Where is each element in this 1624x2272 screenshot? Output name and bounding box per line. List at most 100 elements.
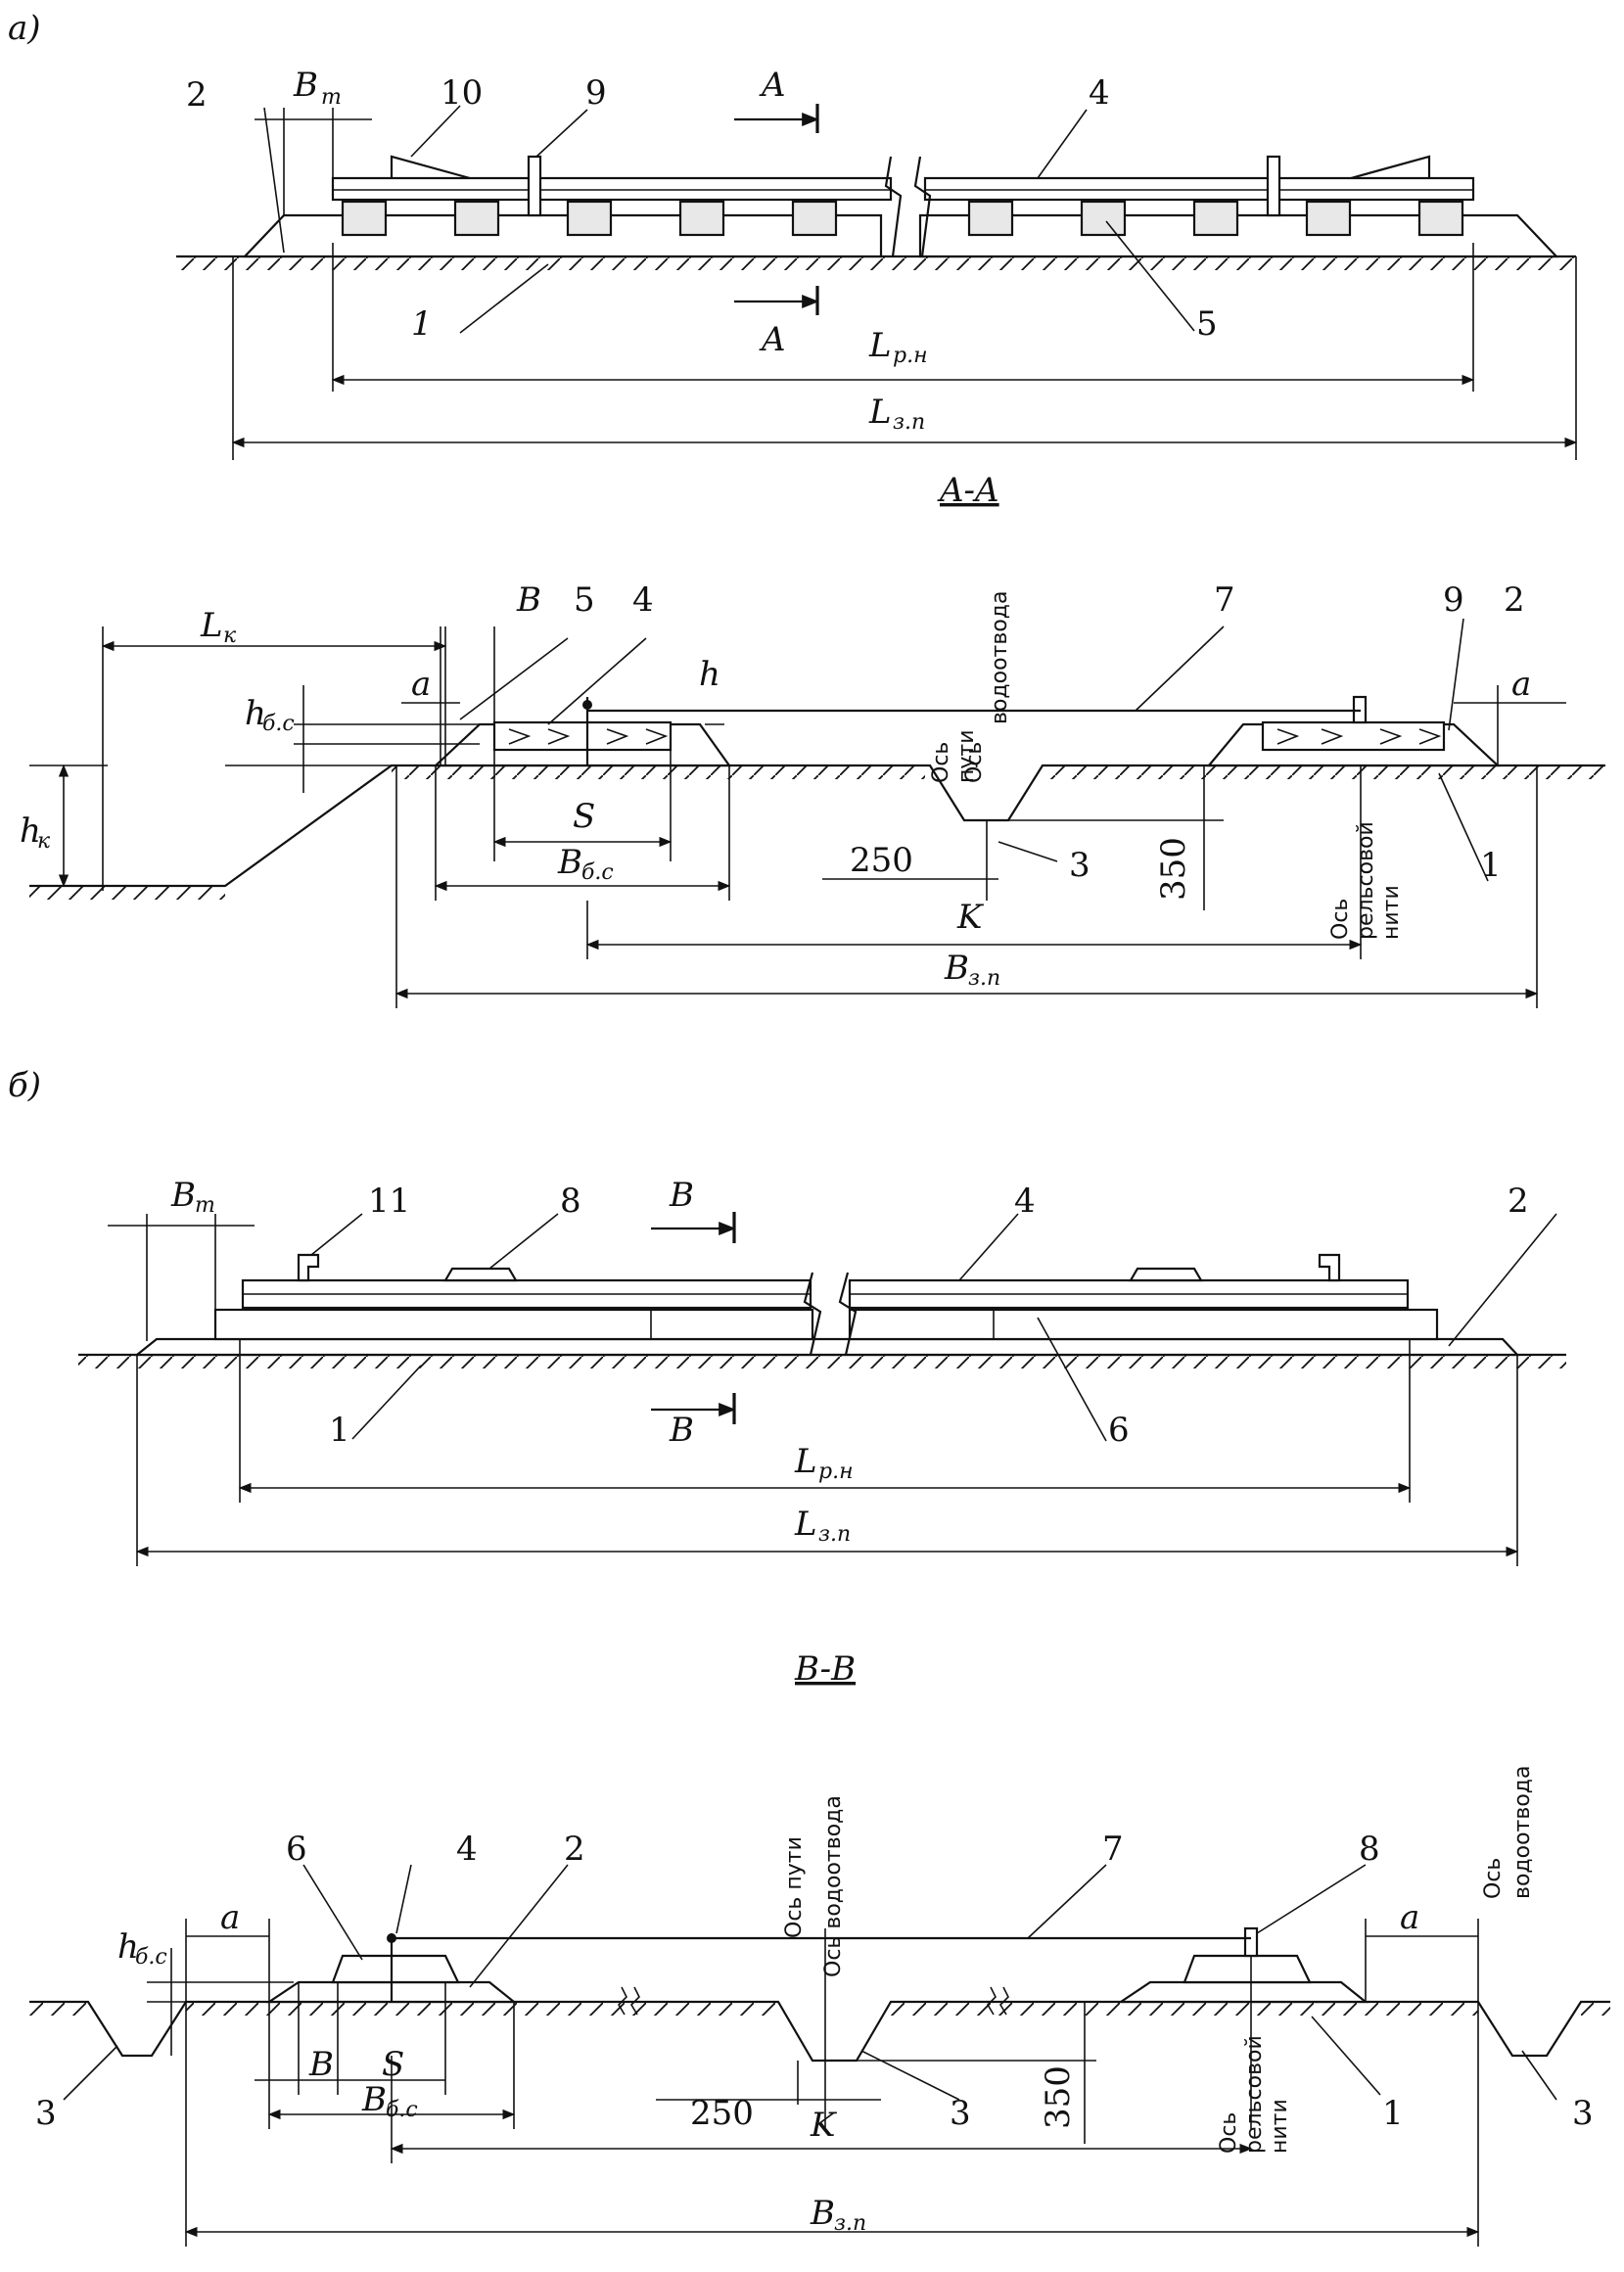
label-1-b: 1 <box>329 1411 350 1450</box>
rail-right <box>923 176 1475 202</box>
svg-text:т: т <box>321 85 342 110</box>
svg-text:нити: нити <box>1379 885 1404 940</box>
label-b-b: B <box>308 2045 334 2084</box>
clamp-8-section <box>1243 1926 1259 1958</box>
label-hbs: h <box>245 694 266 733</box>
svg-text:пути: пути <box>954 729 979 783</box>
ground-profile <box>29 764 1605 888</box>
svg-text:б.с: б.с <box>135 1945 167 1970</box>
label-2-b-sec: 2 <box>564 1830 585 1869</box>
svg-text:з.п: з.п <box>893 410 925 435</box>
break-mark-right <box>913 156 932 257</box>
label-1-b-sec: 1 <box>1382 2094 1404 2133</box>
label-bzp-b: B <box>810 2194 835 2233</box>
label-bzp: B <box>944 949 969 988</box>
ground-hatch <box>176 256 1576 270</box>
svg-text:рельсовой: рельсовой <box>1354 821 1378 940</box>
label-lk: L <box>200 606 223 645</box>
svg-text:водоотвода: водоотвода <box>988 591 1012 725</box>
section-aa-title: A-A <box>937 471 999 510</box>
break-b-right <box>838 1272 858 1356</box>
panel-b-tag: б) <box>8 1066 41 1105</box>
label-bbs-b: B <box>361 2080 387 2119</box>
svg-text:рельсовой: рельсовой <box>1242 2035 1267 2154</box>
svg-text:к: к <box>223 624 237 648</box>
label-350-b: 350 <box>1039 2065 1078 2129</box>
svg-text:Ось водоотвода: Ось водоотвода <box>821 1795 846 1977</box>
svg-text:б.с: б.с <box>386 2098 418 2122</box>
label-bt: B <box>293 66 318 105</box>
rail-profile-left <box>331 1954 460 1984</box>
label-6-b: 6 <box>286 1830 307 1869</box>
label-1: 1 <box>1480 846 1502 885</box>
label-hbs-b: h <box>117 1927 139 1967</box>
label-4: 4 <box>632 580 654 620</box>
label-section-a-bottom: A <box>759 320 786 359</box>
label-a-right: a <box>1511 665 1531 704</box>
rail-profile-right <box>1183 1954 1312 1984</box>
svg-text:б.с: б.с <box>262 712 295 736</box>
sleeper-section-right <box>1261 720 1446 752</box>
label-a-left-b: a <box>220 1898 240 1937</box>
cable-10-right <box>1350 155 1431 180</box>
svg-text:Ось пути: Ось пути <box>782 1836 807 1938</box>
label-section-b-top: B <box>669 1176 694 1215</box>
label-7: 7 <box>1214 580 1235 620</box>
label-k: K <box>956 898 985 937</box>
clamp-8-left <box>443 1267 518 1282</box>
label-s: S <box>573 797 595 836</box>
label-7-b: 7 <box>1102 1830 1124 1869</box>
svg-text:р.н: р.н <box>818 1460 854 1484</box>
label-section-b-bottom: B <box>669 1411 694 1450</box>
label-h: h <box>699 655 720 694</box>
label-hk: h <box>20 811 41 851</box>
break-b-left <box>803 1272 822 1356</box>
label-a-left: a <box>411 665 431 704</box>
svg-text:нити: нити <box>1268 2099 1292 2154</box>
svg-text:водоотвода: водоотвода <box>1510 1766 1535 1900</box>
label-4: 4 <box>1089 73 1110 113</box>
svg-text:Ось: Ось <box>1217 2112 1241 2154</box>
svg-text:з.п: з.п <box>818 1522 851 1547</box>
post-9-left <box>527 155 542 217</box>
rail-left <box>331 176 893 202</box>
label-2-b: 2 <box>1508 1182 1529 1221</box>
svg-text:Ось: Ось <box>962 742 987 783</box>
label-b: B <box>516 580 541 620</box>
label-section-a-top: A <box>759 66 786 105</box>
section-a-a: A-A <box>20 471 1605 1008</box>
label-lzp: L <box>868 393 892 432</box>
label-3: 3 <box>1069 846 1090 885</box>
mat-6-right <box>848 1308 1439 1341</box>
svg-text:Ось: Ось <box>1481 1858 1506 1899</box>
svg-text:б.с: б.с <box>581 860 614 885</box>
sleepers-right <box>967 200 1464 237</box>
panel-a-tag: а) <box>8 9 41 48</box>
label-9: 9 <box>585 73 607 113</box>
label-350: 350 <box>1154 837 1193 901</box>
label-a-right-b: a <box>1400 1898 1419 1937</box>
label-bt-b: B <box>170 1176 196 1215</box>
label-5: 5 <box>1196 304 1218 344</box>
svg-text:з.п: з.п <box>968 966 1000 991</box>
svg-text:Ось: Ось <box>1328 899 1353 940</box>
break-mark-left <box>884 156 903 257</box>
label-bbs: B <box>557 843 582 882</box>
label-lrn: L <box>868 326 892 365</box>
svg-text:р.н: р.н <box>893 344 928 368</box>
panel-a-side-view: а) <box>8 9 1578 460</box>
mat-6-left <box>213 1308 814 1341</box>
label-2: 2 <box>186 75 208 115</box>
svg-text:Ось: Ось <box>929 742 953 783</box>
label-9: 9 <box>1443 580 1464 620</box>
label-2: 2 <box>1504 580 1525 620</box>
ground-profile-b <box>29 2000 1610 2063</box>
label-s-b: S <box>382 2045 404 2084</box>
cable-10-left <box>390 155 471 180</box>
panel-b-side-view: б) <box>8 1066 1566 1566</box>
clamp-8-right <box>1129 1267 1203 1282</box>
post-9-right <box>1266 155 1281 217</box>
label-10: 10 <box>441 73 483 113</box>
